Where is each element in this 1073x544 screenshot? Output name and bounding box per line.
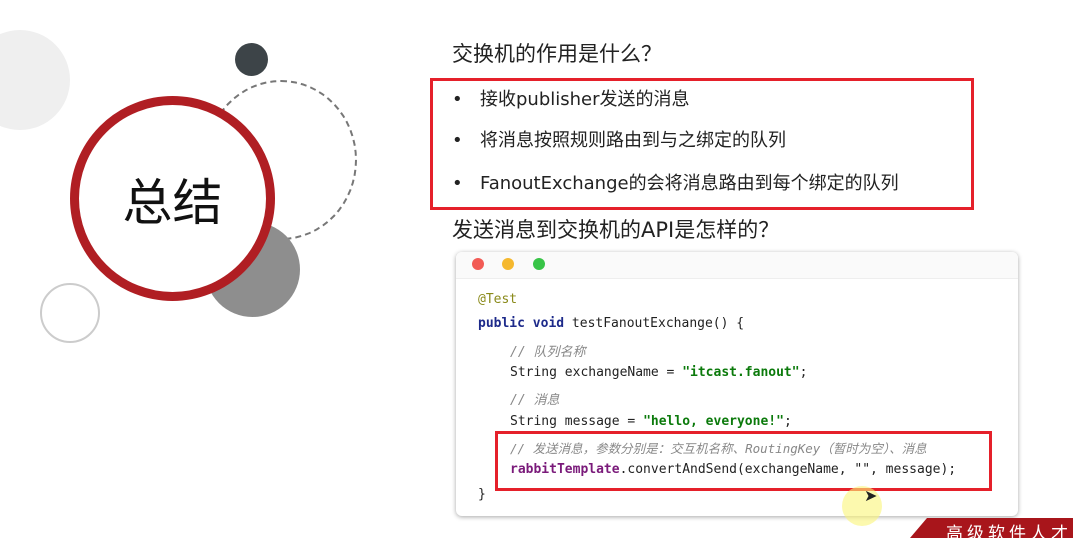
bullet-item: •FanoutExchange的会将消息路由到每个绑定的队列: [452, 173, 899, 194]
question-2: 发送消息到交换机的API是怎样的？: [452, 218, 780, 242]
bullet-text: 接收publisher发送的消息: [480, 89, 690, 110]
code-line-exchange: String exchangeName = "itcast.fanout";: [510, 365, 807, 380]
code-string: "hello, everyone!": [643, 414, 784, 429]
code-keyword: public void: [478, 316, 565, 331]
code-string: "itcast.fanout": [682, 365, 800, 380]
decor-circle-outline: [40, 283, 100, 343]
code-window: @Test public void testFanoutExchange() {…: [456, 252, 1018, 516]
code-text: ;: [783, 414, 792, 429]
bullet-item: •接收publisher发送的消息: [452, 89, 690, 110]
highlight-box-code: [495, 431, 992, 491]
close-dot-icon: [472, 258, 484, 270]
bullet-text: FanoutExchange的会将消息路由到每个绑定的队列: [480, 173, 899, 194]
code-field: rabbitTemplate: [510, 462, 620, 477]
mouse-cursor-icon: ➤: [864, 486, 878, 505]
question-1: 交换机的作用是什么？: [452, 42, 662, 66]
code-comment: // 发送消息，参数分别是：交互机名称、RoutingKey（暂时为空）、消息: [510, 441, 927, 456]
banner-text: 高级软件人才: [946, 524, 1072, 544]
code-comment: // 队列名称: [510, 345, 586, 360]
decor-circle-dark: [235, 43, 268, 76]
banner: 高级软件人才: [910, 518, 1073, 538]
code-text: String message =: [510, 414, 644, 429]
highlight-box-bullets: [430, 78, 974, 210]
code-annotation: @Test: [478, 292, 518, 307]
code-line-send: rabbitTemplate.convertAndSend(exchangeNa…: [510, 462, 956, 477]
code-signature: public void testFanoutExchange() {: [478, 316, 744, 331]
cursor-highlight: [842, 486, 882, 526]
code-text: String exchangeName =: [510, 365, 683, 380]
code-text: .convertAndSend(exchangeName, "", messag…: [619, 462, 957, 477]
slide-title: 总结: [122, 173, 223, 232]
bullet-item: •将消息按照规则路由到与之绑定的队列: [452, 130, 786, 151]
title-ring: 总结: [70, 96, 275, 301]
decor-circle-lightgray: [0, 30, 70, 130]
bullet-text: 将消息按照规则路由到与之绑定的队列: [480, 130, 786, 151]
code-close-brace: }: [478, 487, 486, 502]
window-titlebar: [456, 252, 1018, 279]
minimize-dot-icon: [502, 258, 514, 270]
code-text: ;: [799, 365, 808, 380]
maximize-dot-icon: [533, 258, 545, 270]
code-text: testFanoutExchange() {: [564, 316, 745, 331]
code-comment: // 消息: [510, 393, 560, 408]
code-line-message: String message = "hello, everyone!";: [510, 414, 792, 429]
